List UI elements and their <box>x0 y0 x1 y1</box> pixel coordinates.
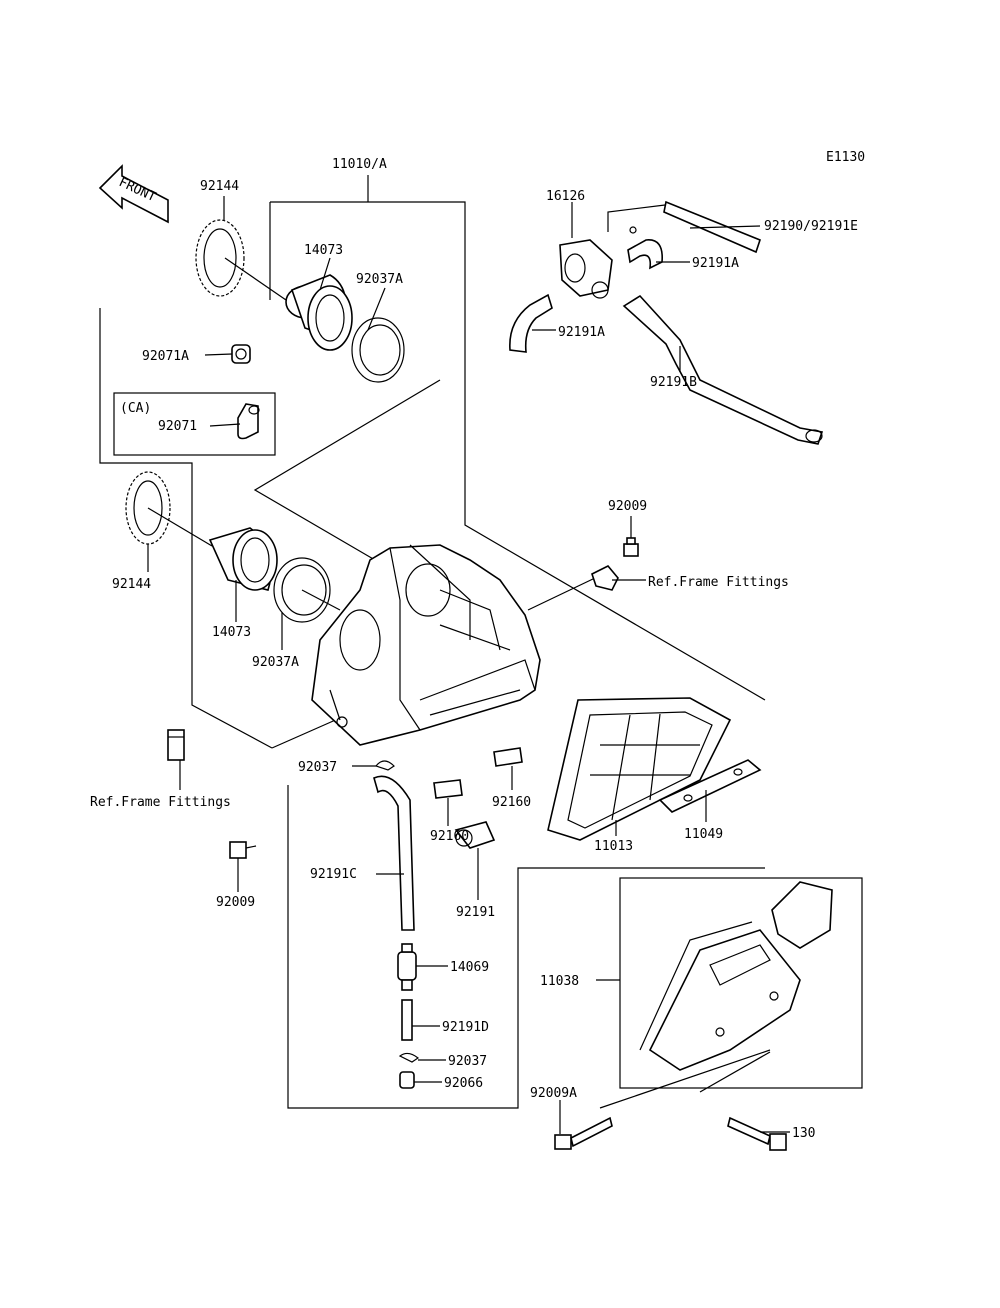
clamp-92144-top <box>195 219 245 297</box>
label-ref-frame-right: Ref.Frame Fittings <box>648 575 789 590</box>
duct-14073-bottom <box>208 527 278 591</box>
label-92160-b: 92160 <box>492 795 531 810</box>
grommet-92071a <box>231 344 251 364</box>
pad-92160-b <box>493 747 523 767</box>
label-92071: 92071 <box>158 419 197 434</box>
bolt-130 <box>699 1051 787 1151</box>
cover-box-11038 <box>619 877 863 1089</box>
front-arrow-icon: FRONT <box>98 164 169 224</box>
label-92190: 92190/92191E <box>764 219 858 234</box>
hose-92191a-left <box>509 293 553 353</box>
tube-92191d <box>401 999 413 1041</box>
label-ref-frame-left: Ref.Frame Fittings <box>90 795 231 810</box>
label-92144-bottom: 92144 <box>112 577 151 592</box>
label-11010: 11010/A <box>332 157 387 172</box>
label-14069: 14069 <box>450 960 489 975</box>
clamp-92037 <box>374 760 395 771</box>
label-92037: 92037 <box>298 760 337 775</box>
label-92191b: 92191B <box>650 375 697 390</box>
air-box-housing <box>311 544 541 746</box>
label-92191a-left: 92191A <box>558 325 605 340</box>
frame-fitting-bracket <box>591 565 619 591</box>
label-11049: 11049 <box>684 827 723 842</box>
diagram-code: E1130 <box>826 150 865 165</box>
label-ca: (CA) <box>120 401 151 416</box>
plug-92066 <box>399 1071 415 1089</box>
label-11038: 11038 <box>540 974 579 989</box>
label-92037-low: 92037 <box>448 1054 487 1069</box>
band-92037a-bottom <box>273 557 331 623</box>
hose-92191a-right <box>627 239 663 270</box>
drain-14069 <box>397 943 417 991</box>
part-labels: E1130 11010/A 92144 14073 92037A 92071A … <box>90 150 865 1141</box>
tube-92191 <box>454 821 496 849</box>
bolt-92009-left <box>229 841 257 859</box>
clamp-92037-low <box>398 1052 420 1063</box>
band-92037a-top <box>351 317 405 383</box>
label-130: 130 <box>792 1126 815 1141</box>
label-92037a-top: 92037A <box>356 272 403 287</box>
label-92037a-bottom: 92037A <box>252 655 299 670</box>
valve-16126 <box>559 226 637 299</box>
filter-11013 <box>547 697 732 841</box>
label-92191a-right: 92191A <box>692 256 739 271</box>
label-16126: 16126 <box>546 189 585 204</box>
label-14073-bottom: 14073 <box>212 625 251 640</box>
label-92191d: 92191D <box>442 1020 489 1035</box>
bolt-92009-top <box>623 537 639 557</box>
fitting-92071 <box>237 403 260 440</box>
label-92066: 92066 <box>444 1076 483 1091</box>
hose-92191b <box>622 294 824 445</box>
pad-92160-a <box>433 779 463 799</box>
label-92071a: 92071A <box>142 349 189 364</box>
label-92144-top: 92144 <box>200 179 239 194</box>
label-92191: 92191 <box>456 905 495 920</box>
label-14073-top: 14073 <box>304 243 343 258</box>
label-92009-top: 92009 <box>608 499 647 514</box>
label-11013: 11013 <box>594 839 633 854</box>
bolt-92009a <box>554 1049 771 1150</box>
label-92160-a: 92160 <box>430 829 469 844</box>
duct-14073-top <box>285 274 353 351</box>
label-92191c: 92191C <box>310 867 357 882</box>
cover-11038 <box>639 881 833 1071</box>
label-92009-left: 92009 <box>216 895 255 910</box>
bracket-lines <box>99 175 766 1109</box>
tube-92191c <box>373 775 415 931</box>
label-92009a: 92009A <box>530 1086 577 1101</box>
leader-lines <box>147 196 790 1134</box>
holder-11049 <box>658 759 762 813</box>
frame-fitting-block-left <box>167 729 185 761</box>
